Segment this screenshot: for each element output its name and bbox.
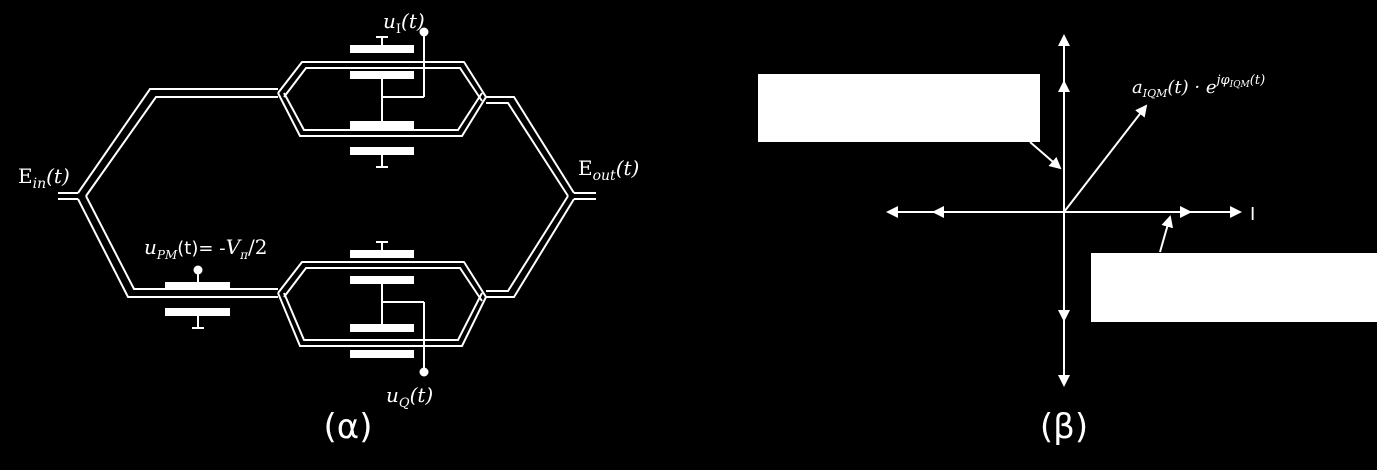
redacted-box-lower xyxy=(1091,253,1377,322)
caption-alpha: (α) xyxy=(324,407,373,447)
output-combiner xyxy=(486,96,575,298)
uq-signal-label: uQ(t) xyxy=(386,383,433,411)
iq-modulator-diagram xyxy=(58,61,596,347)
nested-mzi-q xyxy=(277,261,487,347)
ui-signal-label: uI(t) xyxy=(383,9,425,37)
input-waveguide xyxy=(58,192,78,200)
output-waveguide xyxy=(574,192,596,200)
redacted-box-upper xyxy=(758,74,1040,142)
i-electrodes xyxy=(350,27,429,168)
iqm-phasor-vector xyxy=(1063,104,1148,213)
q-electrodes xyxy=(350,241,429,377)
phasor-diagram xyxy=(886,34,1242,387)
pm-electrodes xyxy=(165,265,230,329)
outer-upper-arm xyxy=(77,88,278,197)
caption-beta: (β) xyxy=(1040,407,1088,447)
input-field-label: Ein(t) xyxy=(18,164,70,192)
i-axis-label: I xyxy=(1250,204,1255,225)
phasor-vector-label: aIQM(t) · ejφIQM(t) xyxy=(1132,73,1265,100)
output-field-label: Eout(t) xyxy=(578,156,639,184)
upm-bias-label: uPM(t)= -Vπ/2 xyxy=(144,235,268,262)
nested-mzi-i xyxy=(277,61,487,137)
callout-arrow-q xyxy=(1029,141,1062,170)
callout-arrow-i xyxy=(1159,215,1174,253)
